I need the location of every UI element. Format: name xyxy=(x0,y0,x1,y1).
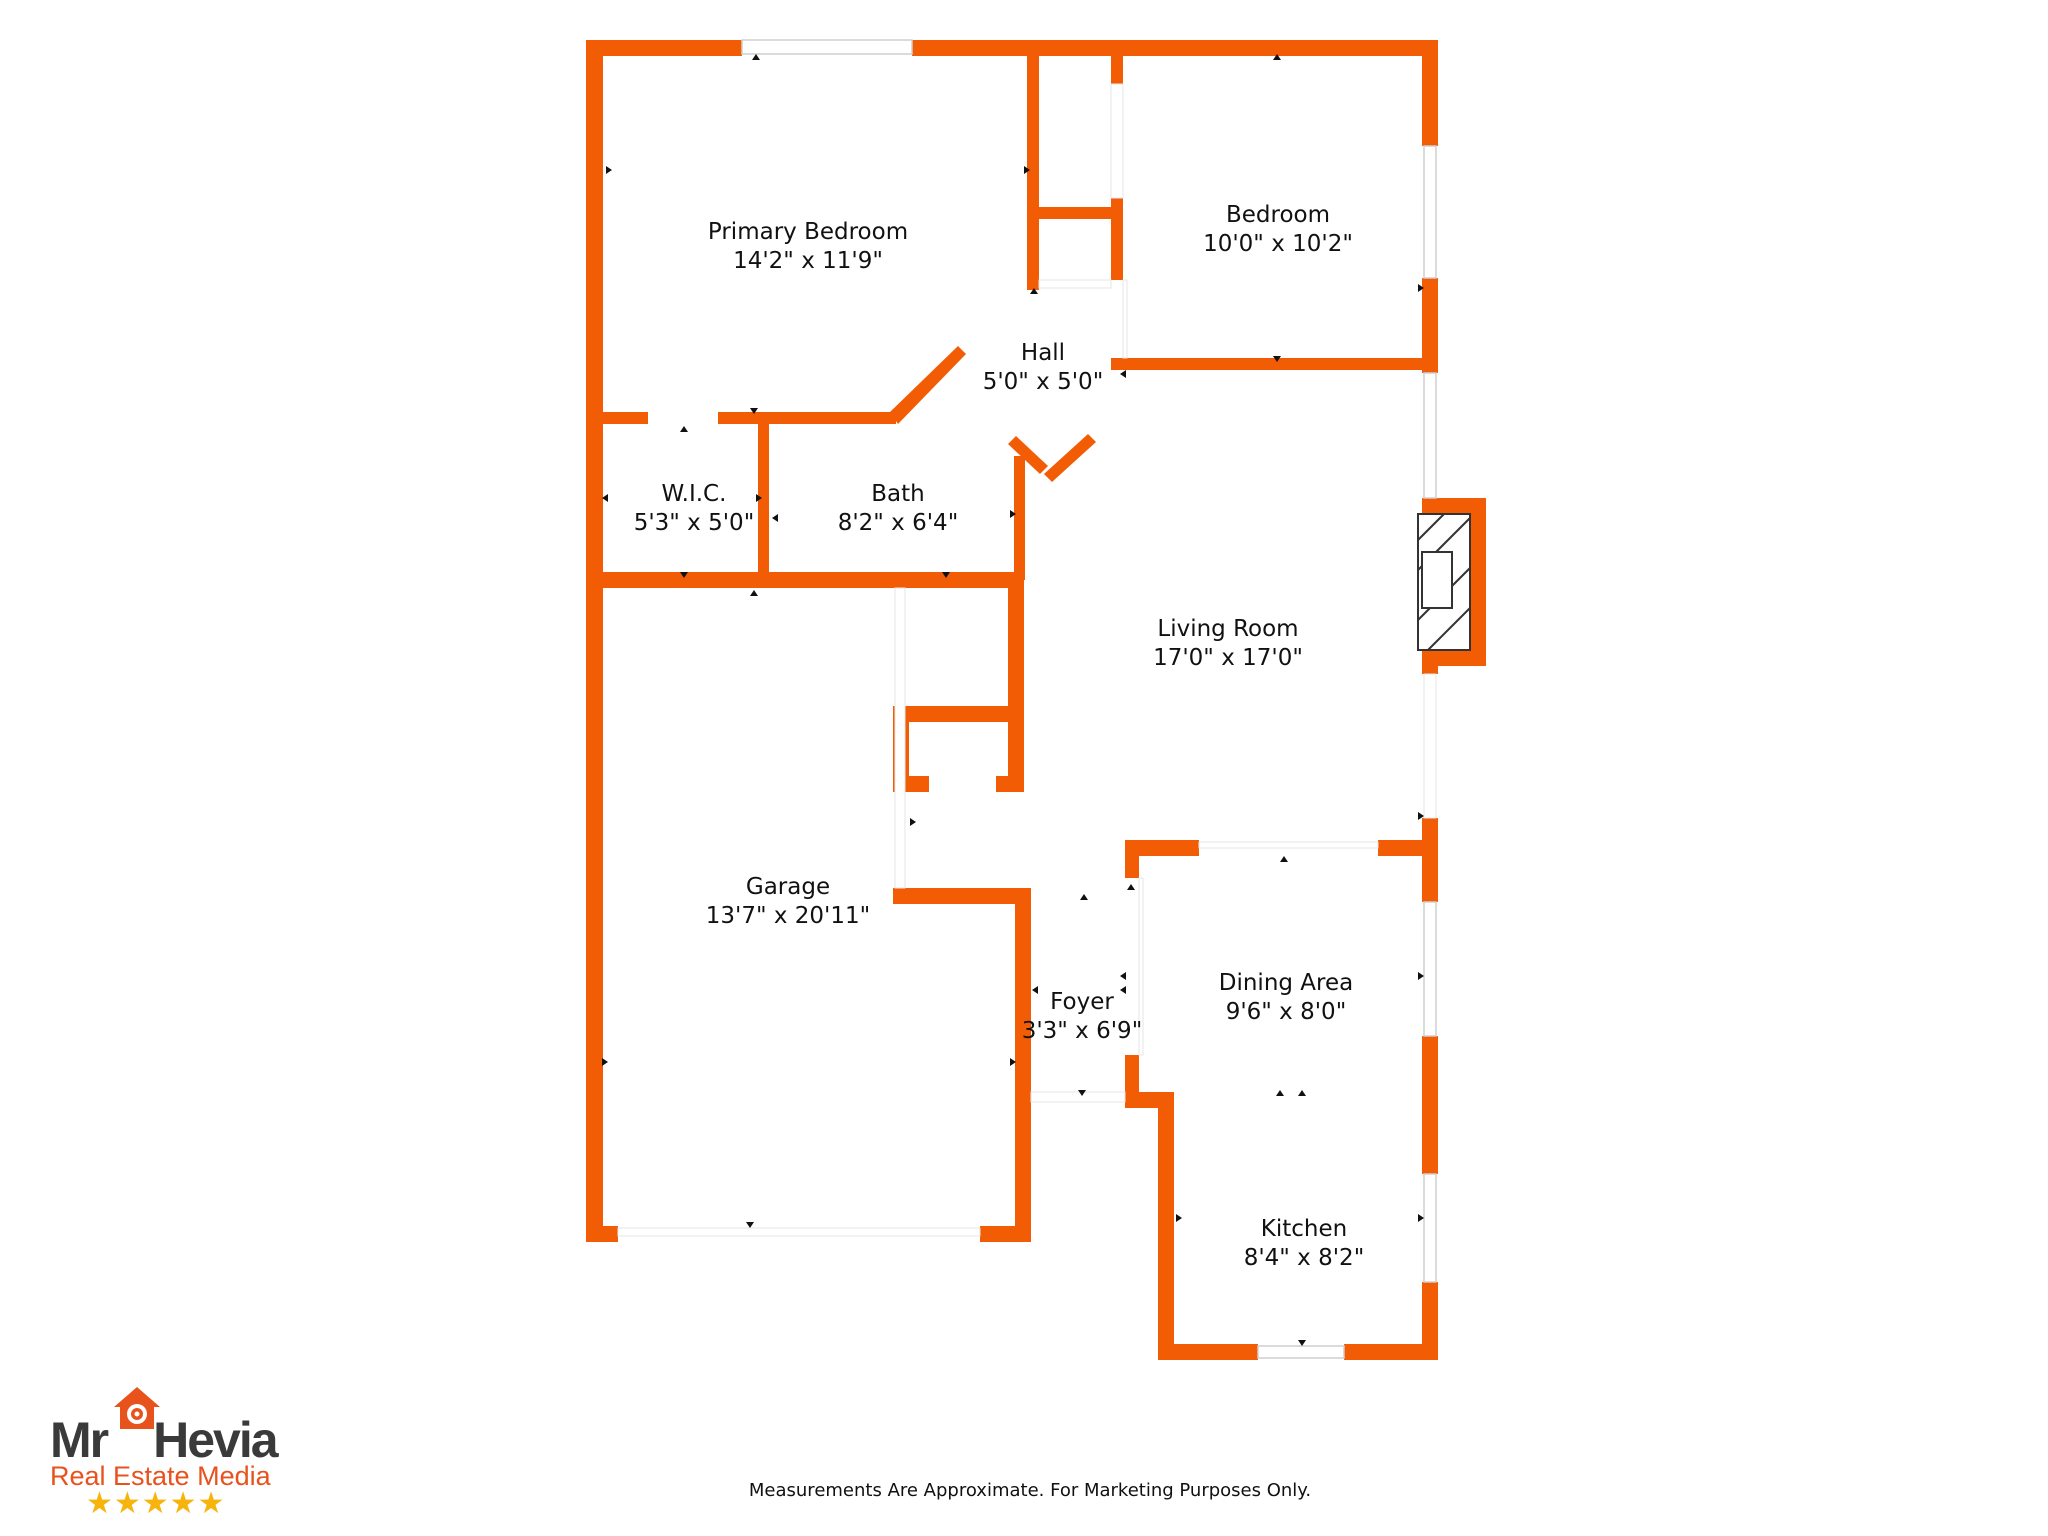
room-name: Garage xyxy=(746,874,830,900)
room-name: Kitchen xyxy=(1261,1216,1347,1242)
room-dimensions: 9'6" x 8'0" xyxy=(1226,999,1347,1025)
room-label-garage: Garage 13'7" x 20'11" xyxy=(706,874,870,929)
room-dimensions: 5'0" x 5'0" xyxy=(983,369,1104,395)
fireplace xyxy=(1417,513,1471,651)
room-dimensions: 8'2" x 6'4" xyxy=(838,510,959,536)
room-name: Bath xyxy=(871,481,924,507)
house-camera-icon xyxy=(114,1387,160,1429)
room-dimensions: 14'2" x 11'9" xyxy=(733,248,883,274)
room-dimensions: 10'0" x 10'2" xyxy=(1203,231,1353,257)
room-name: W.I.C. xyxy=(662,481,727,507)
room-dimensions: 3'3" x 6'9" xyxy=(1022,1018,1143,1044)
room-dimensions: 13'7" x 20'11" xyxy=(706,903,870,929)
room-name: Dining Area xyxy=(1219,970,1354,996)
room-dimensions: 17'0" x 17'0" xyxy=(1153,645,1303,671)
room-name: Bedroom xyxy=(1226,202,1330,228)
room-name: Living Room xyxy=(1157,616,1298,642)
room-label-wic: W.I.C. 5'3" x 5'0" xyxy=(634,481,755,536)
room-dimensions: 5'3" x 5'0" xyxy=(634,510,755,536)
brand-logo: Mr Hevia Real Estate Media ★★★★★ xyxy=(48,1385,298,1521)
logo-brand-left: Mr xyxy=(50,1412,109,1468)
logo-tagline: Real Estate Media xyxy=(50,1461,271,1491)
room-label-living-room: Living Room 17'0" x 17'0" xyxy=(1153,616,1303,671)
star-rating-icon: ★★★★★ xyxy=(86,1486,226,1521)
door-openings xyxy=(617,83,1437,1237)
room-name: Hall xyxy=(1021,340,1065,366)
walls xyxy=(586,40,1486,1360)
room-name: Primary Bedroom xyxy=(708,219,908,245)
room-label-hall: Hall 5'0" x 5'0" xyxy=(983,340,1104,395)
dimension-markers xyxy=(602,54,1424,1346)
room-label-kitchen: Kitchen 8'4" x 8'2" xyxy=(1244,1216,1365,1271)
room-label-bedroom: Bedroom 10'0" x 10'2" xyxy=(1203,202,1353,257)
room-dimensions: 8'4" x 8'2" xyxy=(1244,1245,1365,1271)
room-labels: Primary Bedroom 14'2" x 11'9" Bedroom 10… xyxy=(634,202,1365,1271)
disclaimer-text: Measurements Are Approximate. For Market… xyxy=(748,1480,1312,1501)
room-label-bath: Bath 8'2" x 6'4" xyxy=(838,481,959,536)
room-label-dining-area: Dining Area 9'6" x 8'0" xyxy=(1219,970,1354,1025)
logo-wordmark: Mr Hevia xyxy=(50,1411,279,1469)
logo-brand-right: Hevia xyxy=(153,1412,278,1468)
room-label-primary-bedroom: Primary Bedroom 14'2" x 11'9" xyxy=(708,219,908,274)
room-label-foyer: Foyer 3'3" x 6'9" xyxy=(1022,989,1143,1044)
windows xyxy=(741,39,1437,1359)
room-name: Foyer xyxy=(1050,989,1114,1015)
